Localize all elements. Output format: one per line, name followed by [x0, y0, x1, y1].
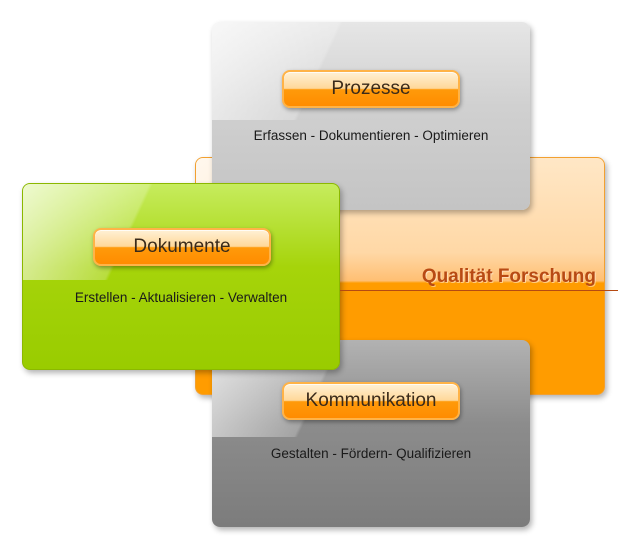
processes-label: Prozesse	[331, 78, 411, 99]
processes-button[interactable]: Prozesse	[282, 70, 460, 108]
documents-button[interactable]: Dokumente	[93, 228, 271, 266]
documents-caption: Erstellen - Aktualisieren - Verwalten	[74, 290, 288, 305]
processes-caption: Erfassen - Dokumentieren - Optimieren	[253, 128, 489, 143]
processes-panel: Prozesse Erfassen - Dokumentieren - Opti…	[212, 22, 530, 210]
communication-label: Kommunikation	[305, 390, 437, 411]
documents-label: Dokumente	[133, 236, 231, 257]
quality-research-title: Qualität Forschung	[421, 266, 596, 287]
communication-button[interactable]: Kommunikation	[282, 382, 460, 420]
documents-panel: Dokumente Erstellen - Aktualisieren - Ve…	[22, 183, 340, 370]
title-divider-line	[340, 290, 618, 291]
communication-caption: Gestalten - Fördern- Qualifizieren	[270, 446, 472, 461]
